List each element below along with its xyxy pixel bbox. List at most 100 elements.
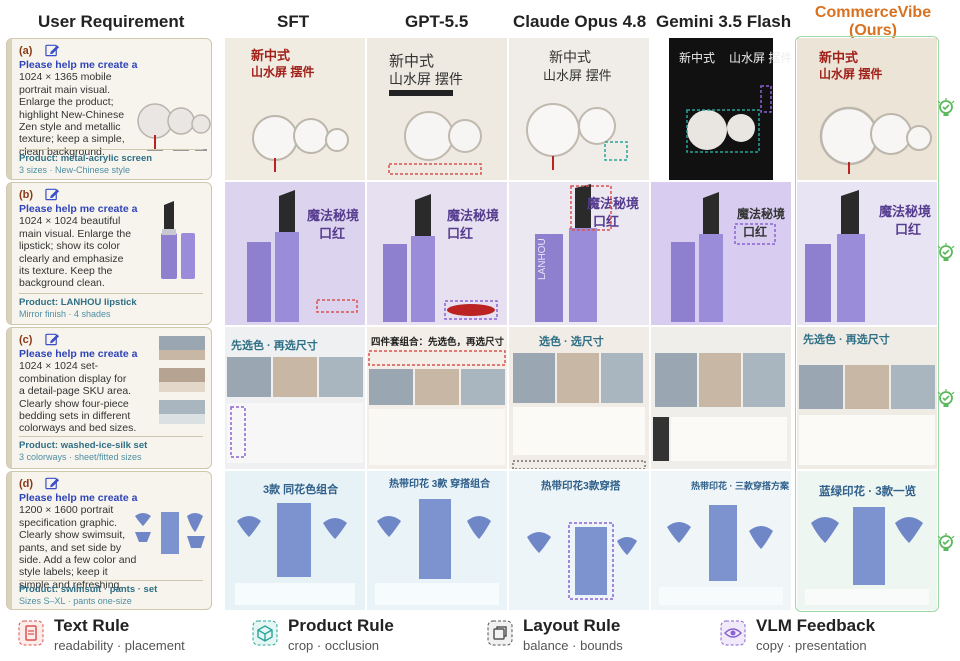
poster-title: 魔法秘境 [587,196,639,211]
req-line: 1024 × 1365 mobile [19,71,112,84]
poster-title: 四件套组合：先选色，再选尺寸 [371,336,505,348]
product-thumbnail-bedding [159,336,205,424]
poster-title: 先选色 · 再选尺寸 [231,338,318,352]
poster-title: 口红 [743,224,767,239]
copy-layers-icon [487,620,513,646]
poster-title: 山水屏 摆件 [389,71,463,87]
row-label-c: (c) [19,334,33,346]
req-line: side. Add a few color and [19,554,137,567]
req-line: pants, and set side by [19,541,122,554]
req-line: Enlarge the product; [19,96,114,109]
result-ours-d: 蓝绿印花 · 3款一览 [797,471,937,610]
row-label-b: (b) [19,189,34,201]
legend-subtitle: copy · presentation [756,638,867,653]
legend-subtitle: readability · placement [54,638,185,653]
product-spec-a: 3 sizes · New-Chinese style [19,165,131,175]
document-icon [18,620,44,646]
column-header-ours: CommerceVibe (Ours) [806,4,940,40]
poster-title: 魔法秘境 [307,208,359,223]
req-highlight: Please help me create a [19,492,138,504]
poster-title: 选色 · 选尺寸 [539,334,604,348]
requirement-text-d: Please help me create a 1200 × 1600 port… [19,492,138,591]
product-thumbnail-lipstick [161,201,195,279]
req-line: simple and refreshing. [19,578,123,591]
result-gpt-d: 热带印花 3款 穿搭组合 [367,471,507,610]
req-line: clean background. [19,145,105,158]
legend-subtitle: crop · occlusion [288,638,380,653]
req-highlight: Please help me create a [19,348,138,360]
poster-title: 新中式 [389,53,434,70]
req-line: Zen style and metallic [19,121,121,134]
req-line: 1200 × 1600 portrait [19,504,114,517]
result-claude-b: LANHOU 魔法秘境 口红 [509,182,649,325]
requirement-card-d: (d) Please help me create a 1200 × 1600 … [6,471,212,610]
result-ours-b: 魔法秘境 口红 [797,182,937,325]
req-highlight: Please help me create a [19,59,138,71]
poster-title: 新中式 [679,50,715,65]
poster-title: 山水屏 摆件 [729,51,791,65]
requirement-text-c: Please help me create a 1024 × 1024 set-… [19,348,138,435]
poster-title: 口红 [593,214,619,229]
req-line: 1024 × 1024 beautiful [19,215,121,228]
column-header-requirement: User Requirement [38,12,185,31]
result-claude-c: 选色 · 选尺寸 [509,327,649,469]
req-line: bedding sets in different [19,410,131,423]
req-line: Clearly show swimsuit, [19,529,126,542]
req-line: specification graphic. [19,516,118,529]
product-spec-d: Sizes S–XL · pants one-size [19,596,132,606]
result-sft-b: 魔法秘境 口红 [225,182,365,325]
ours-tag: (Ours) [849,22,897,39]
req-line: a detail-page SKU area. [19,385,132,398]
edit-icon [45,333,60,346]
product-thumbnail-swimsuit [135,512,205,554]
product-name-a: Product: metal-acrylic screen [19,153,153,164]
poster-title: 热带印花 3款 穿搭组合 [389,477,491,490]
result-gemini-a: 新中式 山水屏 摆件 [669,38,791,180]
edit-icon [45,477,60,490]
req-highlight: Please help me create a [19,203,138,215]
req-line: 1024 × 1024 set- [19,360,99,373]
poster-title: 蓝绿印花 · 3款一览 [819,484,917,498]
legend-title: Product Rule [288,616,394,635]
result-gemini-b: 魔法秘境 口红 [651,182,791,325]
poster-title: 口红 [319,226,345,241]
column-header-sft: SFT [277,12,310,31]
result-claude-a: 新中式 山水屏 摆件 [509,38,649,180]
poster-title: 魔法秘境 [447,208,499,223]
result-gpt-a: 新中式 山水屏 摆件 [367,38,507,180]
column-header-gpt: GPT-5.5 [405,12,469,31]
divider [19,293,203,294]
lightbulb-check-icon [937,98,955,116]
poster-title: 魔法秘境 [737,206,785,221]
lightbulb-check-icon [937,243,955,261]
ours-name: CommerceVibe [814,4,932,21]
poster-title: 热带印花3款穿搭 [541,479,621,492]
column-header-claude: Claude Opus 4.8 [513,12,647,31]
divider [19,436,203,437]
requirement-card-c: (c) Please help me create a 1024 × 1024 … [6,327,212,469]
requirement-card-a: (a) Please help me create a 1024 × 1365 … [6,38,212,180]
lightbulb-check-icon [937,533,955,551]
poster-title: 口红 [895,222,921,237]
result-gpt-c: 四件套组合：先选色，再选尺寸 [367,327,507,469]
result-gemini-d: 热带印花 · 三款穿搭方案 [651,471,791,610]
req-line: combination display for [19,372,127,385]
lightbulb-check-icon [937,389,955,407]
edit-icon [45,44,60,57]
req-line: its texture. Keep the [19,265,113,278]
product-spec-b: Mirror finish · 4 shades [19,309,111,319]
divider [19,580,203,581]
result-ours-a: 新中式 山水屏 摆件 [797,38,937,180]
brand-label: LANHOU [537,238,548,280]
product-name-c: Product: washed-ice-silk set [19,440,148,451]
result-sft-c: 先选色 · 再选尺寸 [225,327,365,469]
legend-title: VLM Feedback [756,616,876,635]
divider [19,149,203,150]
product-name-b: Product: LANHOU lipstick [19,297,137,308]
result-claude-d: 热带印花3款穿搭 [509,471,649,610]
poster-title: 热带印花 · 三款穿搭方案 [691,480,790,491]
poster-title: 先选色 · 再选尺寸 [803,332,890,346]
req-line: style labels; keep it [19,566,108,579]
poster-title: 山水屏 摆件 [251,64,314,79]
req-line: portrait main visual. [19,83,111,96]
